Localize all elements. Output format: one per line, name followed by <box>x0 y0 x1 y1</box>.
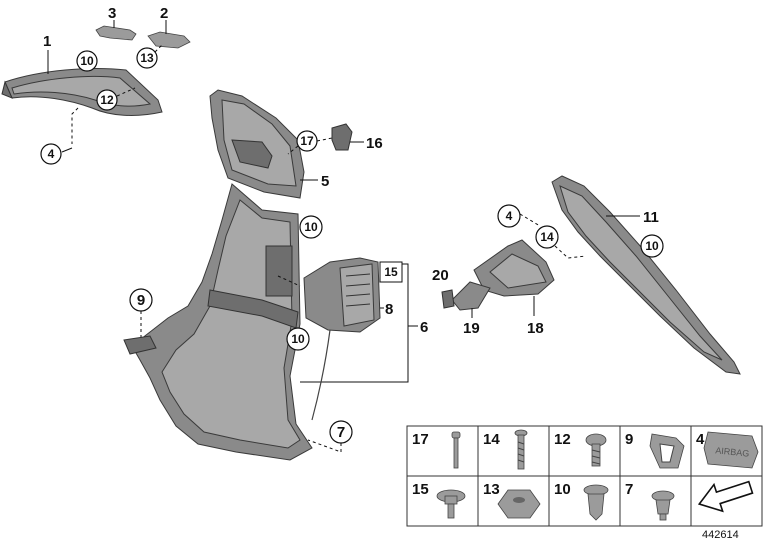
nut-icon <box>497 489 541 519</box>
rivet-icon <box>451 431 461 469</box>
table-label-4: 4 <box>696 431 705 448</box>
label-12: 12 <box>100 93 114 107</box>
leader-4a-end <box>61 147 73 153</box>
callout-ring-10c <box>286 327 310 351</box>
label-1: 1 <box>43 33 51 50</box>
direction-arrow-icon <box>697 480 754 513</box>
part-11-side-trim <box>551 175 741 375</box>
label-10a: 10 <box>80 54 94 68</box>
part-5-pillar-cover <box>209 89 305 199</box>
callout-ring-14 <box>535 225 559 249</box>
callout-ring-10a <box>76 50 98 72</box>
expander-clip-icon <box>583 484 609 521</box>
pan-screw-icon <box>585 433 607 467</box>
leader-14 <box>554 245 587 259</box>
label-4a: 4 <box>48 147 55 161</box>
push-clip-icon <box>651 490 675 521</box>
label-13: 13 <box>140 51 154 65</box>
label-9: 9 <box>137 292 145 309</box>
part-16-clip <box>331 123 353 151</box>
leader-17b <box>287 145 299 155</box>
airbag-badge-icon: AIRBAG <box>703 431 759 469</box>
label-18: 18 <box>527 320 544 337</box>
part-1-trim <box>1 68 163 116</box>
airbag-text: AIRBAG <box>715 445 750 459</box>
leader-6-inner <box>277 275 301 287</box>
part-18-panel <box>473 239 555 297</box>
label-3: 3 <box>108 5 116 22</box>
callout-ring-4a <box>40 143 62 165</box>
bolt-icon <box>436 489 466 519</box>
callout-box-15 <box>379 261 403 283</box>
label-14: 14 <box>540 230 554 244</box>
table-cell-12 <box>548 425 621 477</box>
table-label-12: 12 <box>554 431 571 448</box>
callout-ring-4b <box>497 204 521 228</box>
fastener-table: 17 14 12 9 4 15 13 10 7 <box>406 425 763 527</box>
label-19: 19 <box>463 320 480 337</box>
part-20-clip <box>441 289 455 309</box>
label-10d: 10 <box>645 239 659 253</box>
clip-icon <box>649 433 685 469</box>
table-label-7: 7 <box>625 481 633 498</box>
leader-4a <box>71 107 79 144</box>
table-label-17: 17 <box>412 431 429 448</box>
label-8: 8 <box>385 301 393 318</box>
label-10b: 10 <box>304 220 318 234</box>
table-label-10: 10 <box>554 481 571 498</box>
screw-icon <box>514 429 528 470</box>
leader-4b <box>519 213 541 227</box>
label-2: 2 <box>160 5 168 22</box>
table-label-15: 15 <box>412 481 429 498</box>
part-9-clip <box>123 335 157 355</box>
part-8-vent <box>303 257 381 421</box>
leader-17a <box>316 137 333 142</box>
leader-13 <box>154 43 164 53</box>
label-17: 17 <box>300 134 314 148</box>
table-cell-7 <box>619 475 692 527</box>
leader-7 <box>307 439 342 453</box>
label-4b: 4 <box>506 209 513 223</box>
label-20: 20 <box>432 267 449 284</box>
table-label-14: 14 <box>483 431 500 448</box>
table-cell-17 <box>406 425 479 477</box>
label-6: 6 <box>420 319 428 336</box>
label-5: 5 <box>321 173 329 190</box>
label-11: 11 <box>643 209 659 226</box>
callout-ring-13 <box>136 47 158 69</box>
callout-ring-10b <box>299 215 323 239</box>
table-label-13: 13 <box>483 481 500 498</box>
callout-ring-12 <box>96 89 118 111</box>
table-label-9: 9 <box>625 431 633 448</box>
part-19-panel <box>451 281 491 311</box>
label-16: 16 <box>366 135 383 152</box>
leader-6-bracket <box>300 263 409 383</box>
table-cell-14 <box>477 425 550 477</box>
part-2-bracket <box>147 31 191 49</box>
callout-ring-10d <box>640 234 664 258</box>
part-6-lower-trim <box>131 183 313 461</box>
diagram-number: 442614 <box>702 529 739 541</box>
part-3-bracket <box>95 25 137 41</box>
label-7: 7 <box>337 424 345 441</box>
label-15: 15 <box>384 265 398 279</box>
label-10c: 10 <box>291 332 305 346</box>
